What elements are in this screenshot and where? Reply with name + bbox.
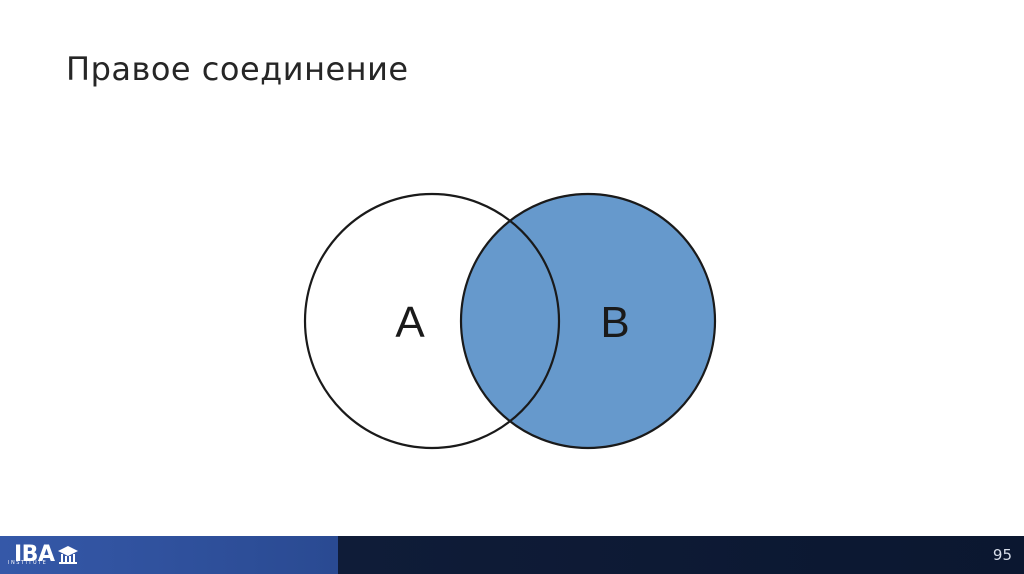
venn-circle-b-outline: [459, 192, 717, 450]
venn-label-b: B: [600, 298, 629, 347]
iba-logo: IBA: [14, 540, 79, 570]
footer-right-panel: [338, 536, 1024, 574]
page-number: 95: [992, 546, 1012, 564]
logo-text: IBA: [14, 542, 55, 567]
venn-circle-b: [461, 194, 715, 448]
logo-subtext: INSTITUTE: [8, 560, 48, 566]
venn-circle-a: [303, 192, 561, 450]
venn-label-a: A: [395, 298, 425, 347]
footer-left-panel: [0, 536, 338, 574]
graduation-cap-building-icon: [58, 546, 79, 564]
slide-title: Правое соединение: [66, 50, 409, 88]
footer-bar: IBA INSTITUTE 95: [0, 536, 1024, 574]
